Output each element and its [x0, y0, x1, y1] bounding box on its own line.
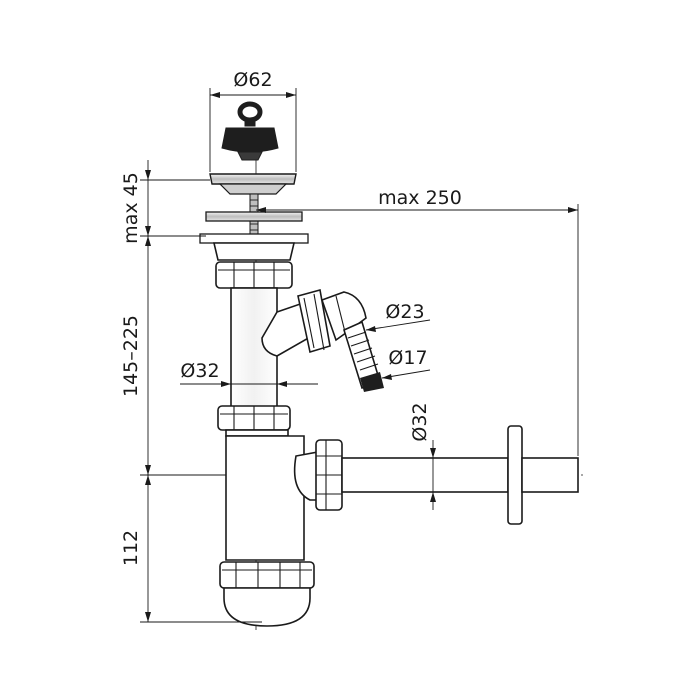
plug-stopper	[221, 101, 279, 161]
dim-side-inlet-outer: Ø23	[385, 301, 424, 323]
dim-max-reach: max 250	[378, 187, 462, 209]
side-inlet-branch	[261, 288, 384, 392]
dim-side-inlet-inner: Ø17	[388, 347, 427, 369]
sink-flange	[199, 211, 309, 261]
dimension-lines	[140, 88, 579, 623]
center-lines	[255, 160, 585, 630]
dim-bottom-height: 112	[120, 530, 142, 566]
drain-grate	[209, 173, 297, 237]
bottle-trap-body	[219, 429, 319, 627]
upper-nut	[215, 261, 293, 289]
dim-plug-diameter: Ø62	[233, 69, 272, 91]
dim-max-flange: max 45	[120, 172, 142, 244]
dim-height-range: 145–225	[120, 315, 142, 397]
dimension-labels: Ø62 max 250 max 45 145–225 112 Ø32 Ø23 Ø…	[120, 69, 462, 566]
middle-nut	[217, 405, 291, 431]
dim-outlet-diameter: Ø32	[409, 402, 431, 441]
outlet-pipe	[315, 425, 579, 525]
dim-tube-diameter: Ø32	[180, 360, 219, 382]
